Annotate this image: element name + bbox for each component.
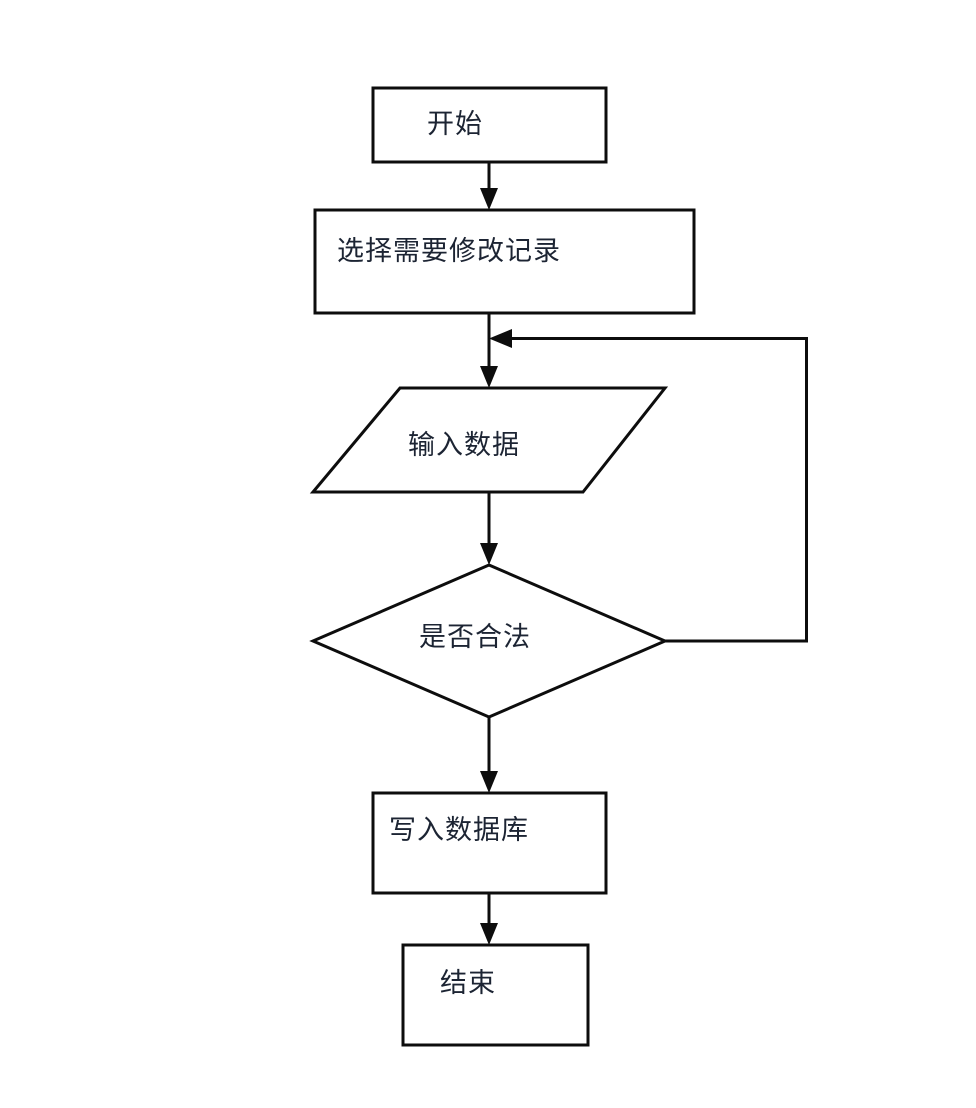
node-is-valid-label: 是否合法 xyxy=(419,622,531,653)
node-is-valid-shape[interactable] xyxy=(309,563,669,719)
node-start-label: 开始 xyxy=(427,109,483,140)
node-input-data-label: 输入数据 xyxy=(408,430,520,461)
edge-write-database-to-end xyxy=(480,893,498,945)
node-start-shape[interactable] xyxy=(371,86,608,164)
node-write-database-label: 写入数据库 xyxy=(389,815,529,846)
node-end-shape[interactable] xyxy=(401,943,590,1047)
node-end-label: 结束 xyxy=(440,968,496,999)
edge-input-data-to-is-valid xyxy=(480,492,498,565)
node-select-record-label: 选择需要修改记录 xyxy=(337,236,561,267)
node-input-data-shape[interactable] xyxy=(309,386,669,494)
edge-is-valid-to-write-database xyxy=(480,717,498,793)
node-write-database-shape[interactable] xyxy=(371,791,608,895)
node-select-record-shape[interactable] xyxy=(313,208,696,315)
edge-start-to-select-record xyxy=(480,162,498,210)
edge-select-record-to-input-data xyxy=(480,313,498,388)
edge-is-valid-loopback-to-input-data xyxy=(489,329,808,643)
